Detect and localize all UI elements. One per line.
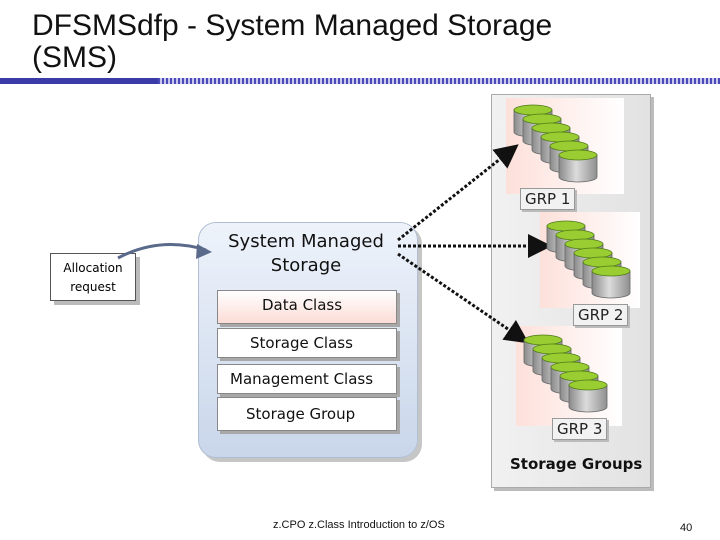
grp1-label: GRP 1	[520, 188, 576, 210]
page-title: DFSMSdfp - System Managed Storage (SMS)	[32, 10, 552, 74]
footer-text: z.CPO z.Class Introduction to z/OS	[273, 519, 445, 531]
arrow-to-grp1	[397, 144, 519, 242]
allocation-line-2: request	[70, 280, 116, 294]
data-class-label: Data Class	[262, 296, 343, 314]
grp2-text: GRP 2	[578, 306, 624, 324]
page-number: 40	[680, 522, 693, 534]
title-underline-solid	[0, 78, 158, 84]
arrow-to-grp3	[397, 252, 529, 344]
grp2-label: GRP 2	[573, 304, 629, 326]
allocation-line-1: Allocation	[63, 261, 123, 275]
grp1-disk-icon	[558, 149, 598, 183]
allocation-arrow	[117, 243, 207, 260]
storage-class-label: Storage Class	[250, 334, 353, 352]
sms-title-line-2: Storage	[270, 255, 342, 276]
storage-group-box: Storage Group	[217, 397, 397, 431]
grp3-label: GRP 3	[552, 418, 608, 440]
management-class-box: Management Class	[217, 364, 397, 394]
title-line-2: (SMS)	[32, 41, 117, 74]
sms-title: System Managed Storage	[206, 230, 406, 278]
allocation-request-box: Allocation request	[50, 253, 136, 301]
sms-title-line-1: System Managed	[228, 231, 384, 252]
storage-class-box: Storage Class	[217, 328, 397, 358]
allocation-arrow-head	[196, 244, 212, 259]
grp3-disk-icon	[568, 379, 608, 413]
title-line-1: DFSMSdfp - System Managed Storage	[32, 9, 553, 42]
title-underline-dotted	[158, 78, 720, 84]
storage-groups-label: Storage Groups	[510, 455, 643, 473]
storage-group-label: Storage Group	[246, 405, 356, 423]
grp3-text: GRP 3	[557, 420, 603, 438]
management-class-label: Management Class	[230, 370, 374, 388]
data-class-box: Data Class	[217, 290, 397, 324]
grp1-text: GRP 1	[525, 190, 571, 208]
title-underline	[0, 78, 720, 84]
grp2-disk-icon	[591, 265, 631, 299]
